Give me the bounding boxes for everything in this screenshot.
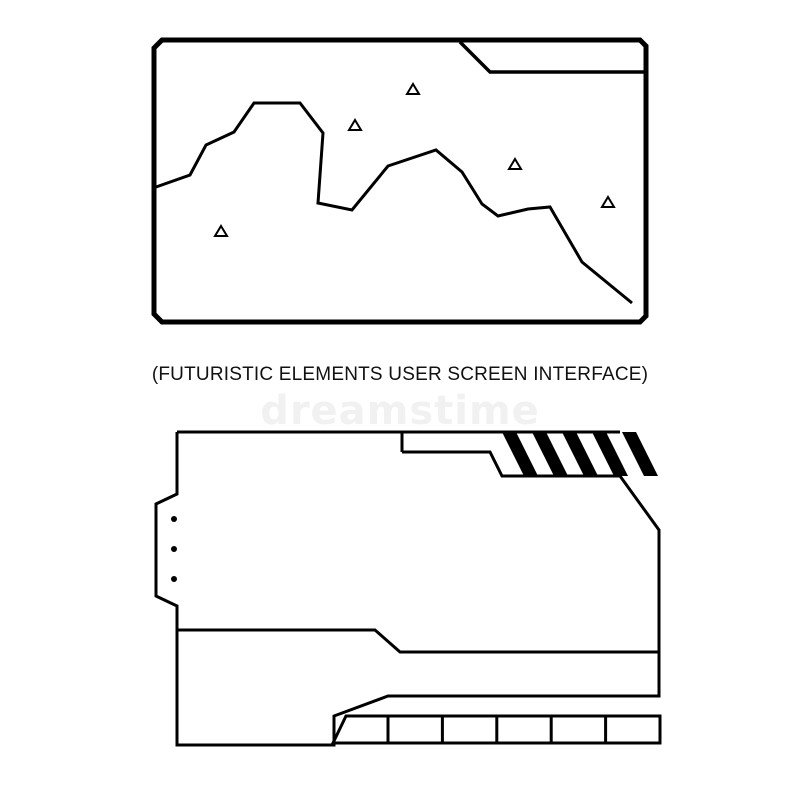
side-indicator-dots — [171, 516, 177, 582]
hazard-stripe — [622, 432, 658, 476]
top-screen-panel — [151, 37, 649, 325]
triangle-marker-icon — [405, 82, 421, 95]
indicator-dot — [171, 516, 177, 522]
indicator-dot — [171, 576, 177, 582]
hazard-stripe — [592, 432, 628, 476]
hazard-stripe — [562, 432, 598, 476]
triangle-marker-icon — [347, 118, 363, 131]
bottom-console-panel — [154, 430, 662, 747]
watermark: dreamstime — [260, 388, 540, 434]
hazard-stripe — [502, 432, 538, 476]
caption-title: (FUTURISTIC ELEMENTS USER SCREEN INTERFA… — [151, 364, 649, 385]
triangle-marker-icon — [213, 224, 229, 237]
console-footer-bar — [330, 714, 662, 745]
hazard-stripes — [502, 432, 658, 476]
footer-bar-outline — [330, 714, 662, 745]
map-markers — [213, 82, 616, 237]
top-screen-corner-tab — [458, 40, 644, 74]
hazard-stripe — [532, 432, 568, 476]
terrain-line — [155, 101, 633, 305]
console-divider-line — [177, 628, 659, 654]
triangle-marker-icon — [507, 157, 523, 170]
console-outer-frame — [154, 430, 661, 747]
indicator-dot — [171, 546, 177, 552]
footer-cells — [386, 716, 608, 743]
triangle-marker-icon — [600, 195, 616, 208]
top-screen-frame — [151, 37, 649, 325]
